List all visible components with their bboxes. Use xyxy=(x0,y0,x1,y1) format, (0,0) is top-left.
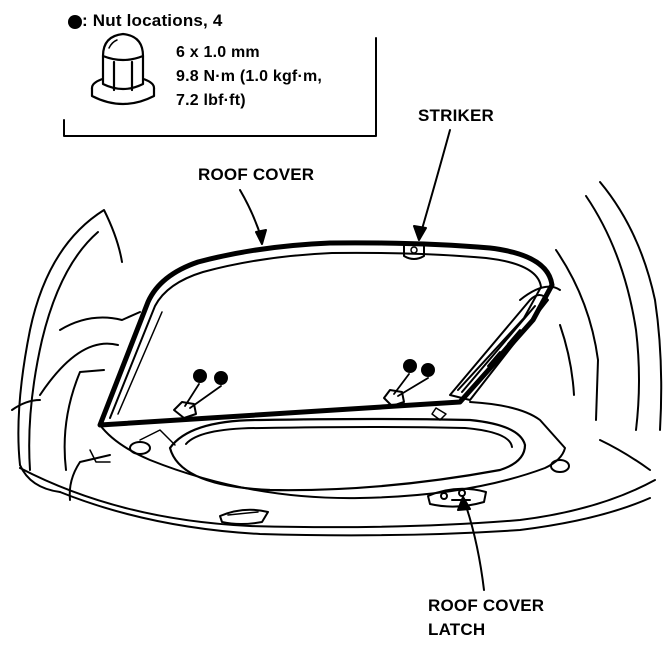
spec-torque-line2: 7.2 lbf·ft) xyxy=(176,92,246,109)
legend-box xyxy=(63,37,377,137)
callout-arrows xyxy=(239,129,485,591)
legend-nut-locations-label: : Nut locations, 4 xyxy=(82,11,223,30)
roof-opening xyxy=(89,401,570,500)
spec-torque-line1: 9.8 N·m (1.0 kgf·m, xyxy=(176,68,323,85)
roof-cover-latch-label-line2: LATCH xyxy=(428,620,486,639)
roof-cover-latch-label-line1: ROOF COVER xyxy=(428,596,545,615)
roof-cover-label: ROOF COVER xyxy=(198,165,315,184)
support-strut xyxy=(449,294,549,401)
nut-location-dot xyxy=(193,369,207,383)
nut-location-dot xyxy=(421,363,435,377)
spec-size: 6 x 1.0 mm xyxy=(176,44,260,61)
nut-location-dot xyxy=(403,359,417,373)
striker-arrow xyxy=(419,129,451,237)
roof-cover-latch xyxy=(427,487,487,508)
nut-location-dot xyxy=(214,371,228,385)
latch-arrow xyxy=(463,499,485,591)
body-lower xyxy=(19,467,656,537)
nut-brackets xyxy=(173,389,405,419)
body-right xyxy=(519,181,663,471)
body-left xyxy=(11,209,141,501)
nut-location-markers xyxy=(193,359,435,385)
striker-label: STRIKER xyxy=(418,106,495,125)
roof-cover xyxy=(97,240,555,428)
nut-leader-lines xyxy=(184,373,429,409)
flange-nut-icon xyxy=(90,32,156,106)
legend-bullet-icon xyxy=(68,15,82,29)
